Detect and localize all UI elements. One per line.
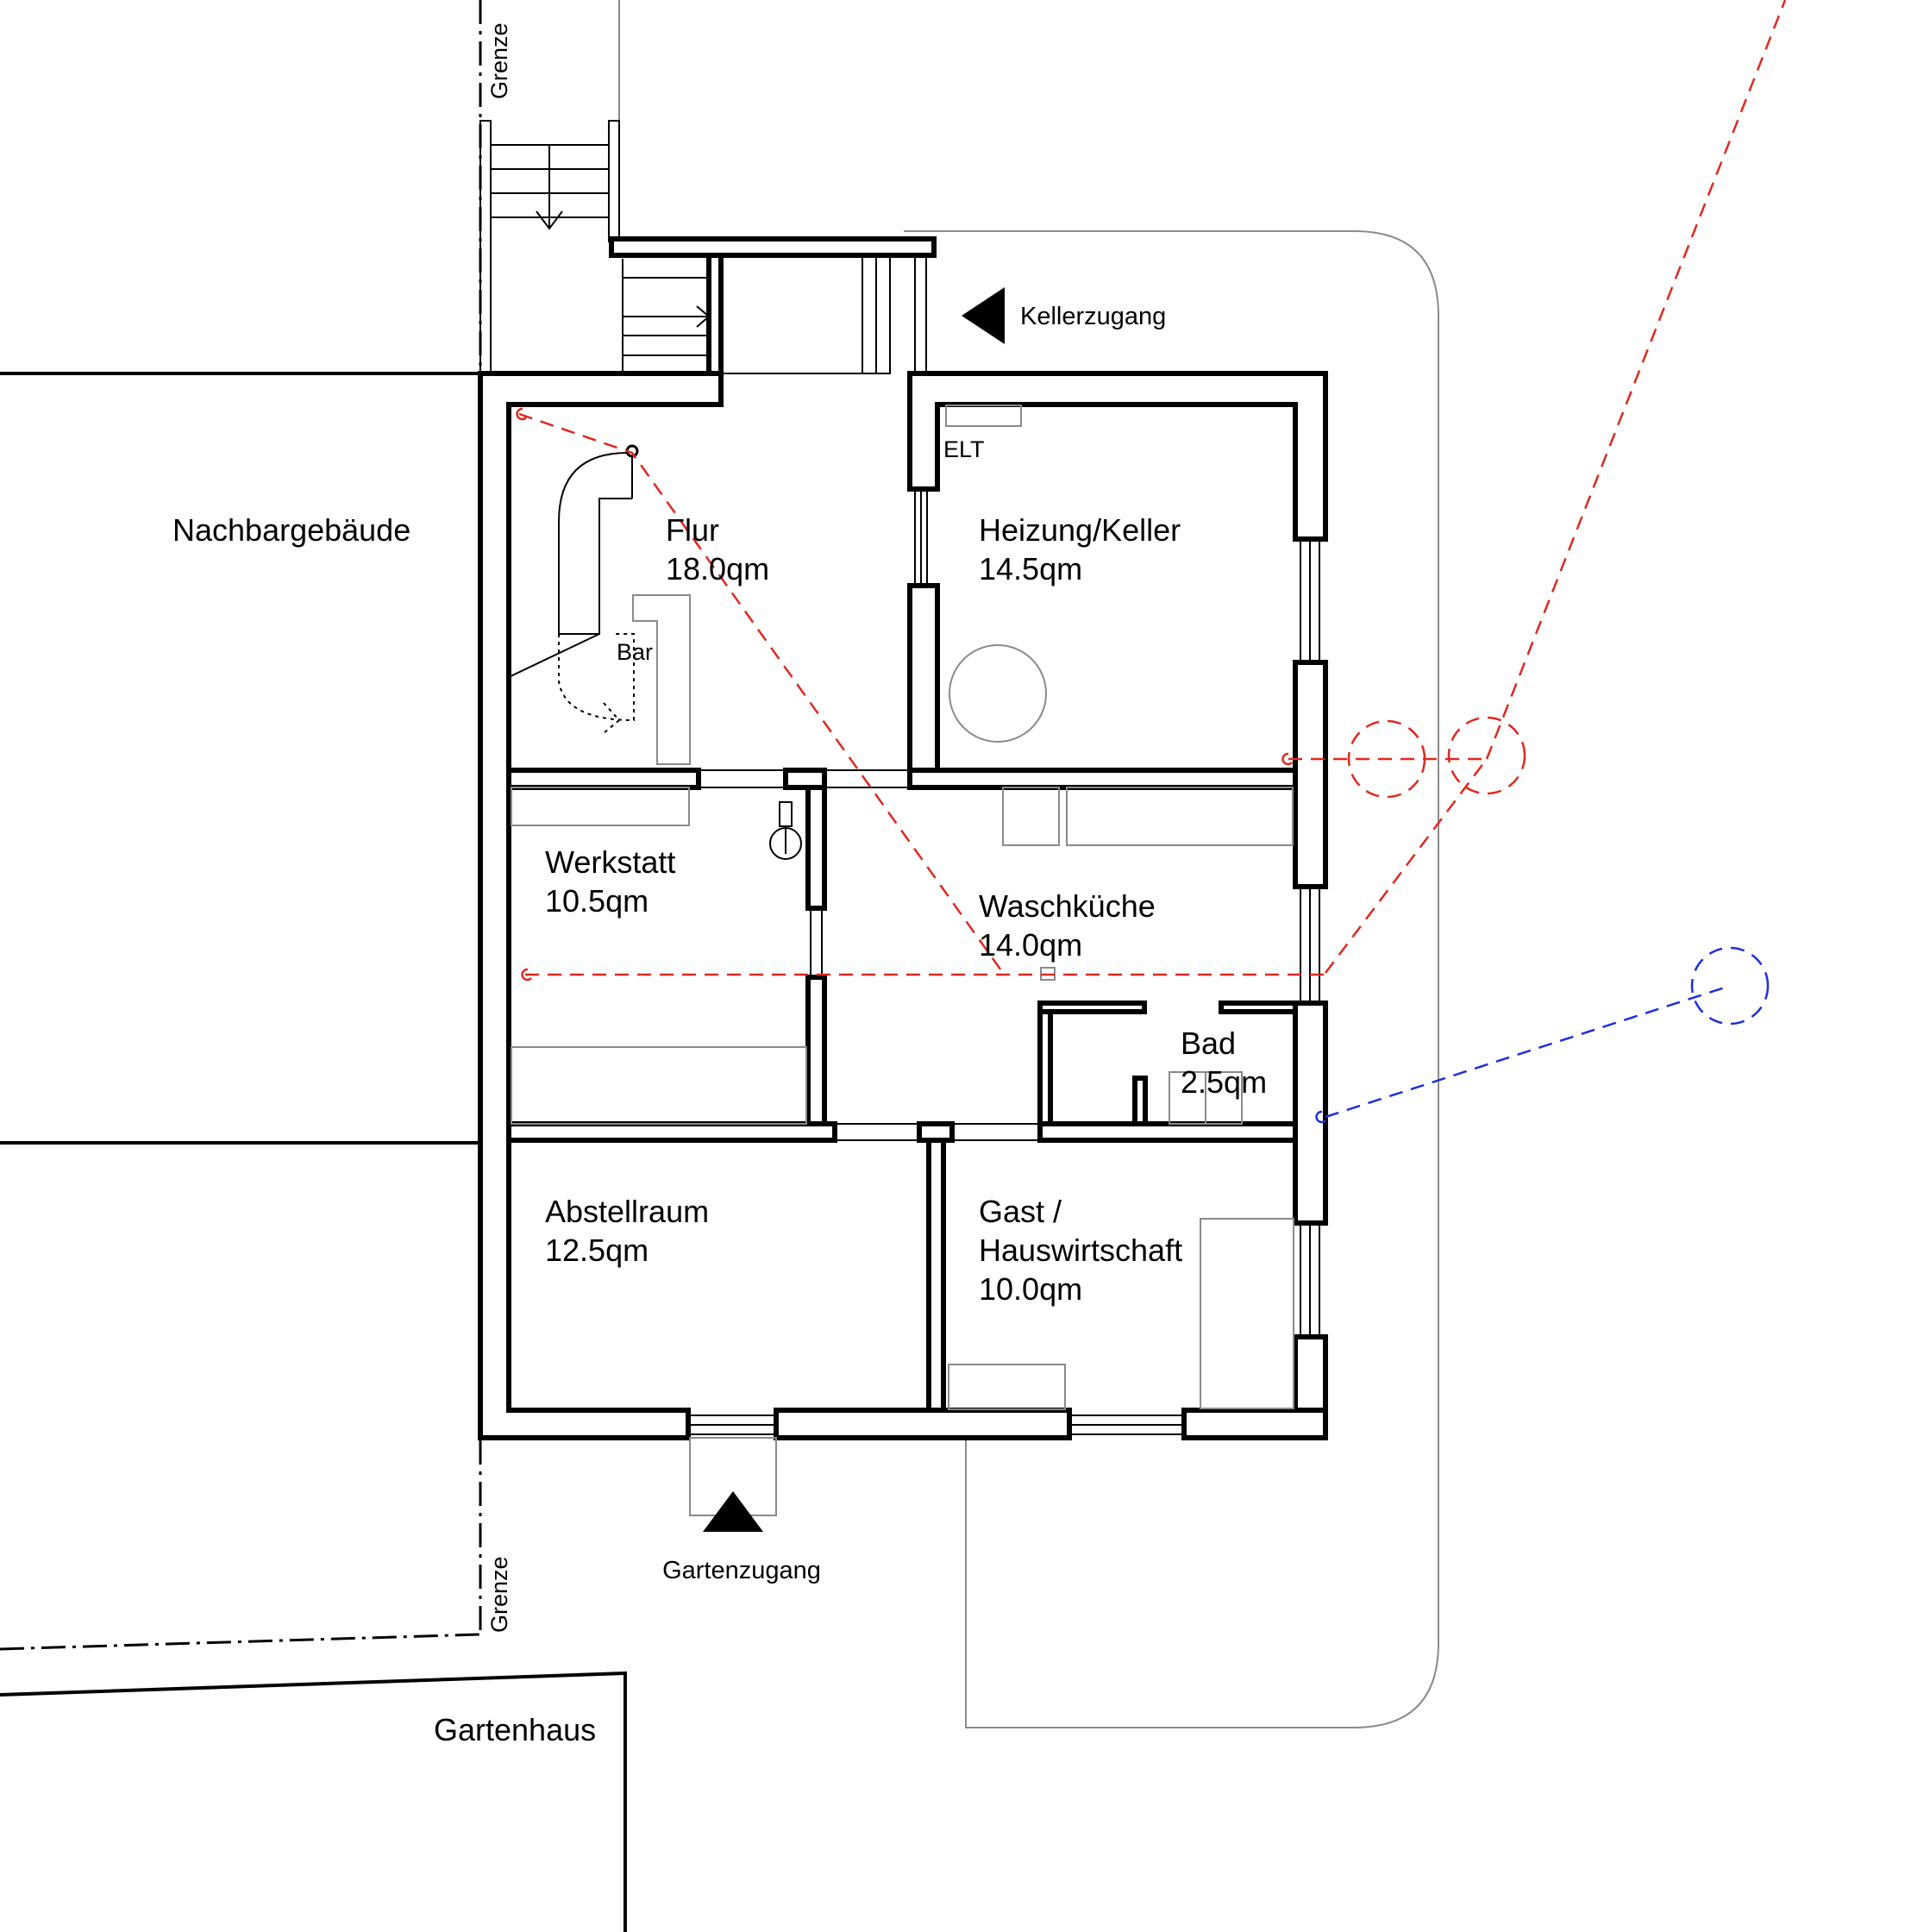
drain-point-icon bbox=[1281, 752, 1293, 766]
drainage-red bbox=[516, 0, 1787, 982]
interior-stair bbox=[508, 444, 639, 734]
drainage-blue bbox=[1315, 946, 1770, 1124]
drain-point-icon bbox=[1315, 1110, 1326, 1124]
room-abstellraum-area: 12.5qm bbox=[545, 1233, 649, 1268]
furniture bbox=[511, 405, 1294, 1410]
room-gast-area: 10.0qm bbox=[979, 1271, 1082, 1307]
elt-label: ELT bbox=[943, 436, 985, 462]
manhole-blue-icon bbox=[1690, 946, 1770, 1026]
interior-walls bbox=[506, 583, 1298, 1413]
garden-house-outline bbox=[0, 1671, 627, 1932]
property-boundary-horizontal bbox=[0, 1633, 481, 1651]
gartenzugang-arrow-icon bbox=[703, 1491, 763, 1532]
room-waschkueche-area: 14.0qm bbox=[979, 927, 1082, 963]
drain-point-icon bbox=[521, 968, 532, 982]
room-gast-name-line2: Hauswirtschaft bbox=[979, 1233, 1182, 1268]
bar-label: Bar bbox=[617, 639, 653, 665]
room-abstellraum-name: Abstellraum bbox=[545, 1194, 709, 1229]
grenze-bottom-label: Grenze bbox=[486, 1556, 512, 1633]
room-heizung-name: Heizung/Keller bbox=[979, 512, 1181, 548]
room-flur-name: Flur bbox=[666, 512, 719, 548]
room-bad-name: Bad bbox=[1181, 1026, 1236, 1061]
drain-point-icon bbox=[516, 407, 527, 421]
room-flur-area: 18.0qm bbox=[666, 551, 769, 586]
gartenzugang-label: Gartenzugang bbox=[662, 1557, 821, 1584]
room-werkstatt-name: Werkstatt bbox=[545, 844, 675, 880]
bar-counter bbox=[632, 594, 691, 765]
kellerzugang-label: Kellerzugang bbox=[1020, 303, 1166, 330]
room-waschkueche-name: Waschküche bbox=[979, 888, 1156, 924]
nachbargebaeude-label: Nachbargebäude bbox=[172, 512, 410, 548]
cellar-stairs bbox=[479, 120, 937, 407]
manhole-red-1-icon bbox=[1347, 719, 1426, 799]
garden-entrance bbox=[689, 1437, 777, 1532]
room-heizung-area: 14.5qm bbox=[979, 551, 1082, 586]
gartenhaus-label: Gartenhaus bbox=[434, 1712, 596, 1747]
paving-outline bbox=[904, 230, 1439, 1728]
room-werkstatt-area: 10.5qm bbox=[545, 883, 649, 919]
site-context bbox=[0, 0, 1439, 1932]
exterior-walls bbox=[478, 371, 1328, 1440]
kellerzugang-arrow-icon bbox=[962, 287, 1005, 344]
manhole-red-2-icon bbox=[1447, 716, 1526, 795]
room-gast-name-line1: Gast / bbox=[979, 1194, 1062, 1229]
grenze-top-label: Grenze bbox=[486, 22, 512, 99]
room-bad-area: 2.5qm bbox=[1181, 1064, 1267, 1100]
boiler-tank-icon bbox=[949, 644, 1047, 743]
